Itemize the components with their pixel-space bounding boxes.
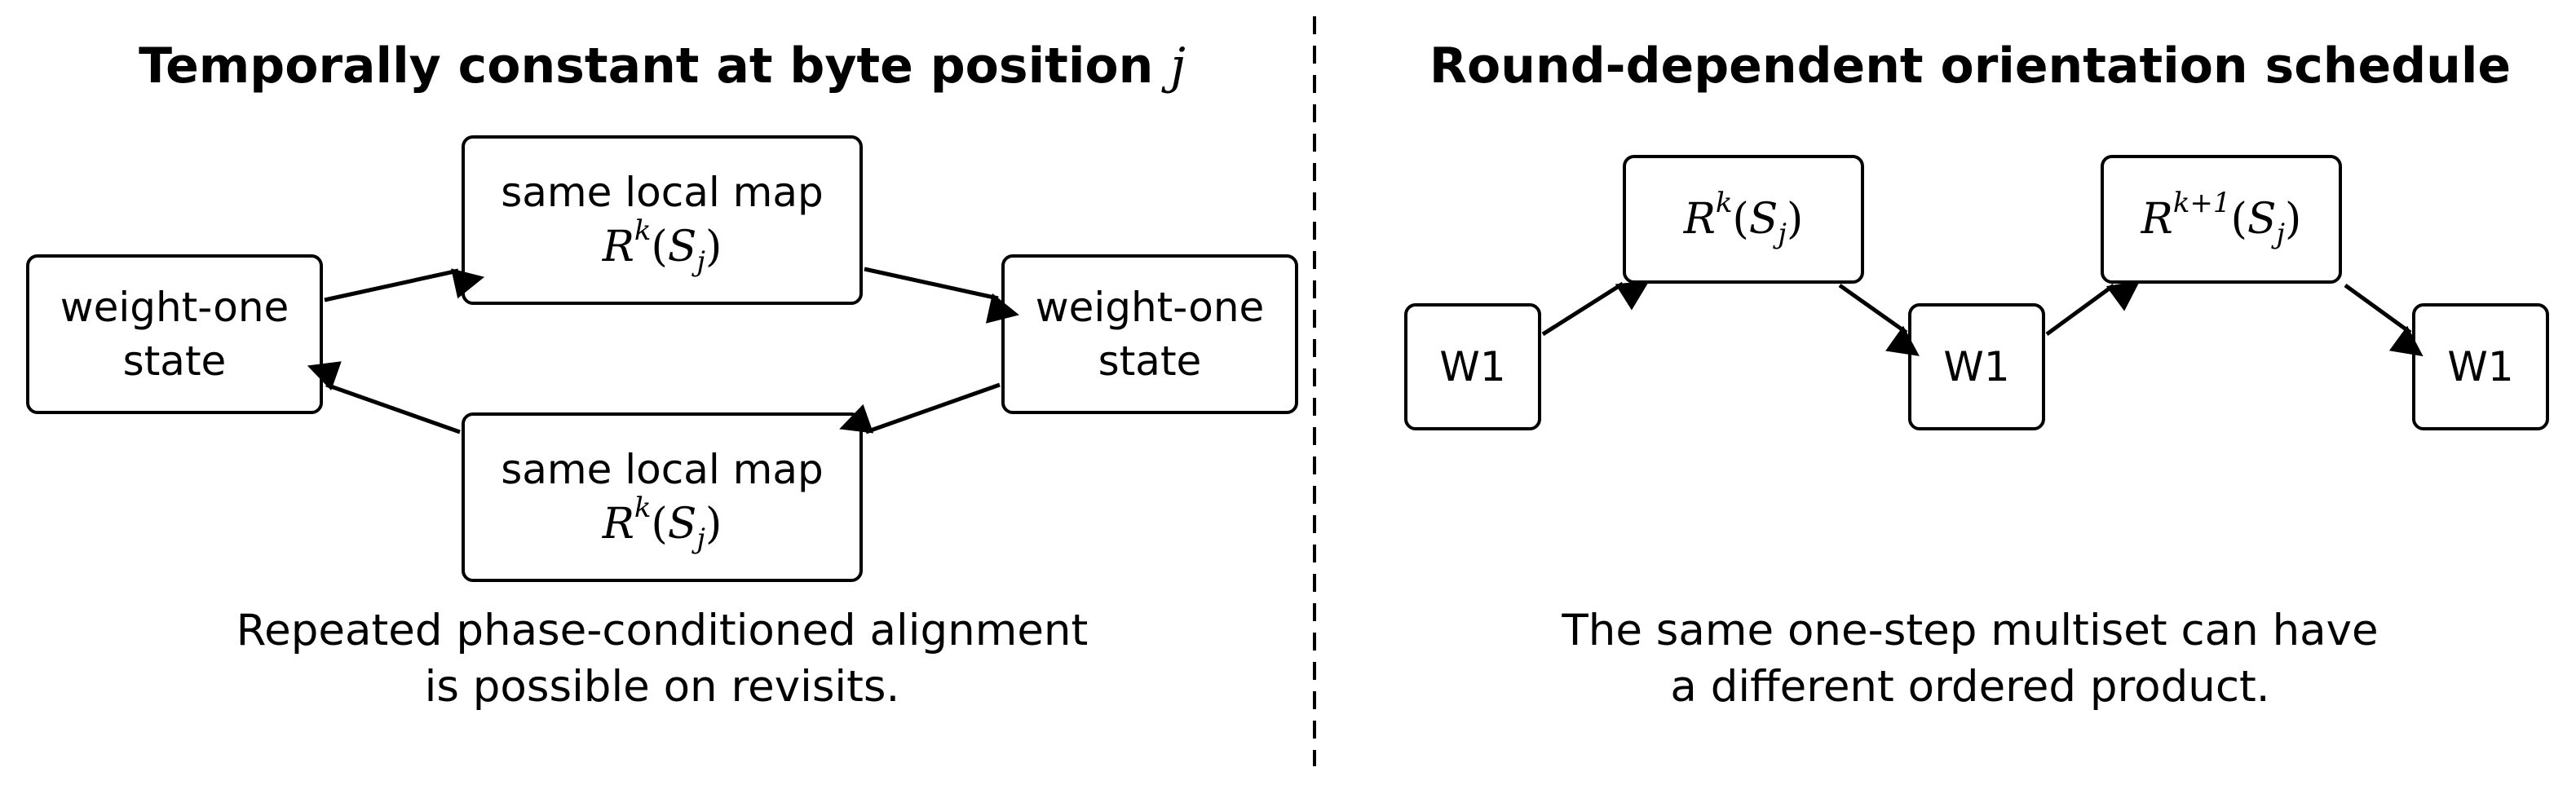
right-caption: The same one-step multiset can have a di…: [1562, 603, 2378, 716]
map-formula: Rk(Sj): [602, 214, 722, 278]
w1-label: W1: [1439, 343, 1506, 390]
w1-label: W1: [1943, 343, 2010, 390]
arrow-w1-to-map-k: [1541, 280, 1650, 337]
state-label-line2: state: [1098, 337, 1202, 385]
map-formula: Rk(Sj): [1683, 186, 1804, 250]
map-formula: Rk+1(Sj): [2141, 186, 2302, 250]
left-caption-line1: Repeated phase-conditioned alignment: [236, 606, 1089, 655]
arrow-state-to-bottom-map: [839, 382, 1001, 434]
left-title-text: Temporally constant at byte position: [139, 37, 1154, 95]
map-node-k-plus-1: Rk+1(Sj): [2101, 155, 2342, 284]
left-caption-line2: is possible on revisits.: [424, 661, 900, 712]
w1-label: W1: [2447, 343, 2514, 390]
w1-node-2: W1: [1908, 303, 2045, 430]
w1-node-1: W1: [1404, 303, 1541, 430]
arrow-bottom-map-to-state: [307, 361, 461, 434]
right-caption-line1: The same one-step multiset can have: [1562, 606, 2379, 655]
left-weight-one-state: weight-one state: [26, 254, 323, 414]
arrow-top-map-to-state: [864, 267, 1019, 324]
top-local-map-box: same local map Rk(Sj): [462, 135, 863, 305]
arrow-state-to-top-map: [324, 268, 485, 302]
right-caption-line2: a different ordered product.: [1670, 661, 2270, 712]
arrow-map-k-to-w1: [1838, 283, 1920, 356]
right-weight-one-state: weight-one state: [1001, 254, 1298, 414]
state-label-line1: weight-one: [60, 284, 289, 331]
left-title-variable: j: [1170, 37, 1186, 95]
state-label-line1: weight-one: [1035, 284, 1265, 331]
right-title-text: Round-dependent orientation schedule: [1429, 37, 2512, 95]
w1-node-3: W1: [2412, 303, 2549, 430]
state-label-line2: state: [122, 337, 227, 385]
left-caption: Repeated phase-conditioned alignment is …: [236, 603, 1089, 716]
map-formula: Rk(Sj): [602, 491, 722, 555]
right-panel-title: Round-dependent orientation schedule: [1429, 37, 2511, 95]
left-panel-title: Temporally constant at byte position j: [139, 37, 1186, 95]
map-node-k: Rk(Sj): [1623, 155, 1864, 284]
bottom-local-map-box: same local map Rk(Sj): [462, 412, 863, 582]
arrow-map-k1-to-w1: [2344, 283, 2424, 357]
map-label: same local map: [501, 445, 824, 493]
arrow-w1-to-map-k1: [2045, 280, 2141, 337]
map-label: same local map: [501, 168, 824, 216]
